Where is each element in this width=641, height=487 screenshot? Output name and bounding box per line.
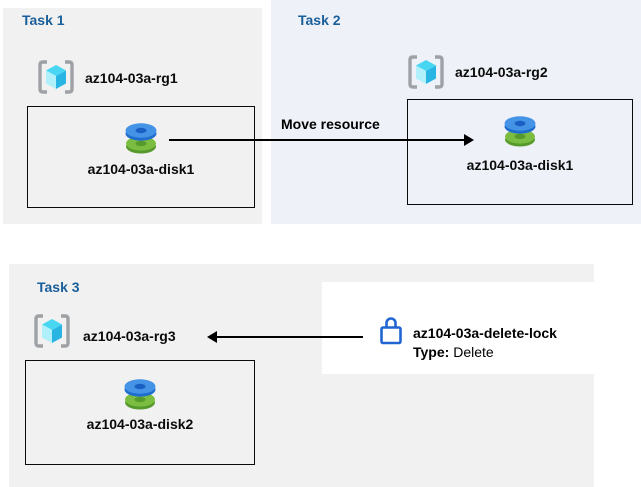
disk-icon [125, 123, 157, 154]
task2-heading: Task 2 [298, 12, 341, 28]
resource-group-label: az104-03a-rg2 [455, 64, 548, 80]
resource-group-icon [38, 60, 74, 94]
lock-type-value: Delete [453, 344, 494, 360]
task1-panel: Task 1 az104-03a-rg1 az104-03a-disk1 [3, 8, 262, 224]
resource-group-label: az104-03a-rg1 [85, 70, 178, 86]
lock-icon [380, 317, 402, 345]
lock-text: az104-03a-delete-lock Type: Delete [413, 324, 557, 362]
disk-icon [504, 116, 536, 147]
resource-box: az104-03a-disk2 [25, 360, 255, 465]
disk-icon [124, 379, 156, 410]
delete-lock-annotation: az104-03a-delete-lock Type: Delete [322, 282, 641, 374]
resource-group-icon [34, 314, 70, 348]
task1-heading: Task 1 [22, 12, 65, 28]
disk-label: az104-03a-disk1 [466, 157, 574, 173]
resource-group-icon [408, 55, 444, 89]
task3-heading: Task 3 [37, 279, 80, 295]
lock-name: az104-03a-delete-lock [413, 325, 557, 341]
resource-box: az104-03a-disk1 [407, 99, 633, 205]
disk-label: az104-03a-disk2 [86, 416, 194, 432]
lock-type-line: Type: Delete [413, 343, 557, 362]
disk-label: az104-03a-disk1 [87, 161, 195, 177]
resource-group-label: az104-03a-rg3 [83, 328, 176, 344]
lock-type-label: Type: [413, 344, 450, 360]
task2-panel: Task 2 az104-03a-rg2 az104-03a-disk1 [271, 0, 641, 224]
resource-box: az104-03a-disk1 [27, 106, 255, 208]
